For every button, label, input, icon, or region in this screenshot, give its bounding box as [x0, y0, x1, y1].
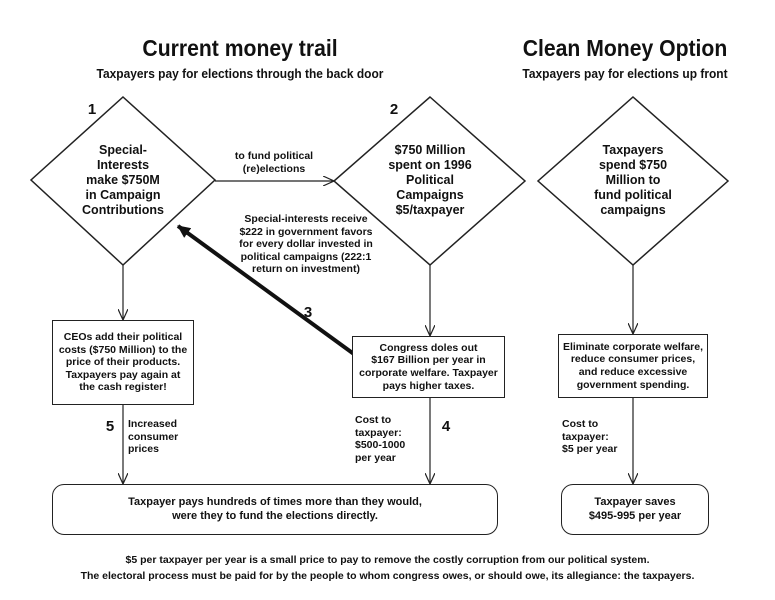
label-fund-political: to fund political (re)elections — [234, 150, 314, 175]
footer-line-1: $5 per taxpayer per year is a small pric… — [125, 554, 650, 566]
right-title: Clean Money Option — [522, 35, 728, 61]
footer-line-2: The electoral process must be paid for b… — [80, 570, 695, 582]
diamond-spent-1996-text: $750 Million spent on 1996 Political Cam… — [388, 143, 472, 217]
box-ceos: CEOs add their political costs ($750 Mil… — [52, 320, 194, 405]
left-title: Current money trail — [142, 35, 338, 61]
diamond-taxpayers-spend-text: Taxpayers spend $750 Million to fund pol… — [594, 143, 672, 217]
box-eliminate: Eliminate corporate welfare, reduce cons… — [558, 334, 708, 398]
right-subtitle: Taxpayers pay for elections up front — [522, 66, 728, 81]
label-special-interests-receive: Special-interests receive $222 in govern… — [239, 213, 373, 276]
label-increased-prices: Increased consumer prices — [128, 418, 179, 456]
diamond-special-interests-text: Special- Interests make $750M in Campaig… — [82, 143, 164, 217]
step-number-1: 1 — [87, 101, 97, 118]
step-number-3: 3 — [303, 304, 313, 321]
label-cost-clean: Cost to taxpayer: $5 per year — [562, 418, 618, 456]
arrow-return-on-investment — [176, 224, 360, 359]
box-congress: Congress doles out $167 Billion per year… — [352, 336, 505, 398]
step-number-5: 5 — [105, 418, 115, 435]
box-taxpayer-saves: Taxpayer saves $495-995 per year — [561, 484, 709, 535]
step-number-4: 4 — [441, 418, 451, 435]
label-cost-current: Cost to taxpayer: $500-1000 per year — [355, 414, 406, 464]
box-taxpayer-pays: Taxpayer pays hundreds of times more tha… — [52, 484, 498, 535]
step-number-2: 2 — [389, 101, 399, 118]
left-subtitle: Taxpayers pay for elections through the … — [96, 66, 384, 81]
